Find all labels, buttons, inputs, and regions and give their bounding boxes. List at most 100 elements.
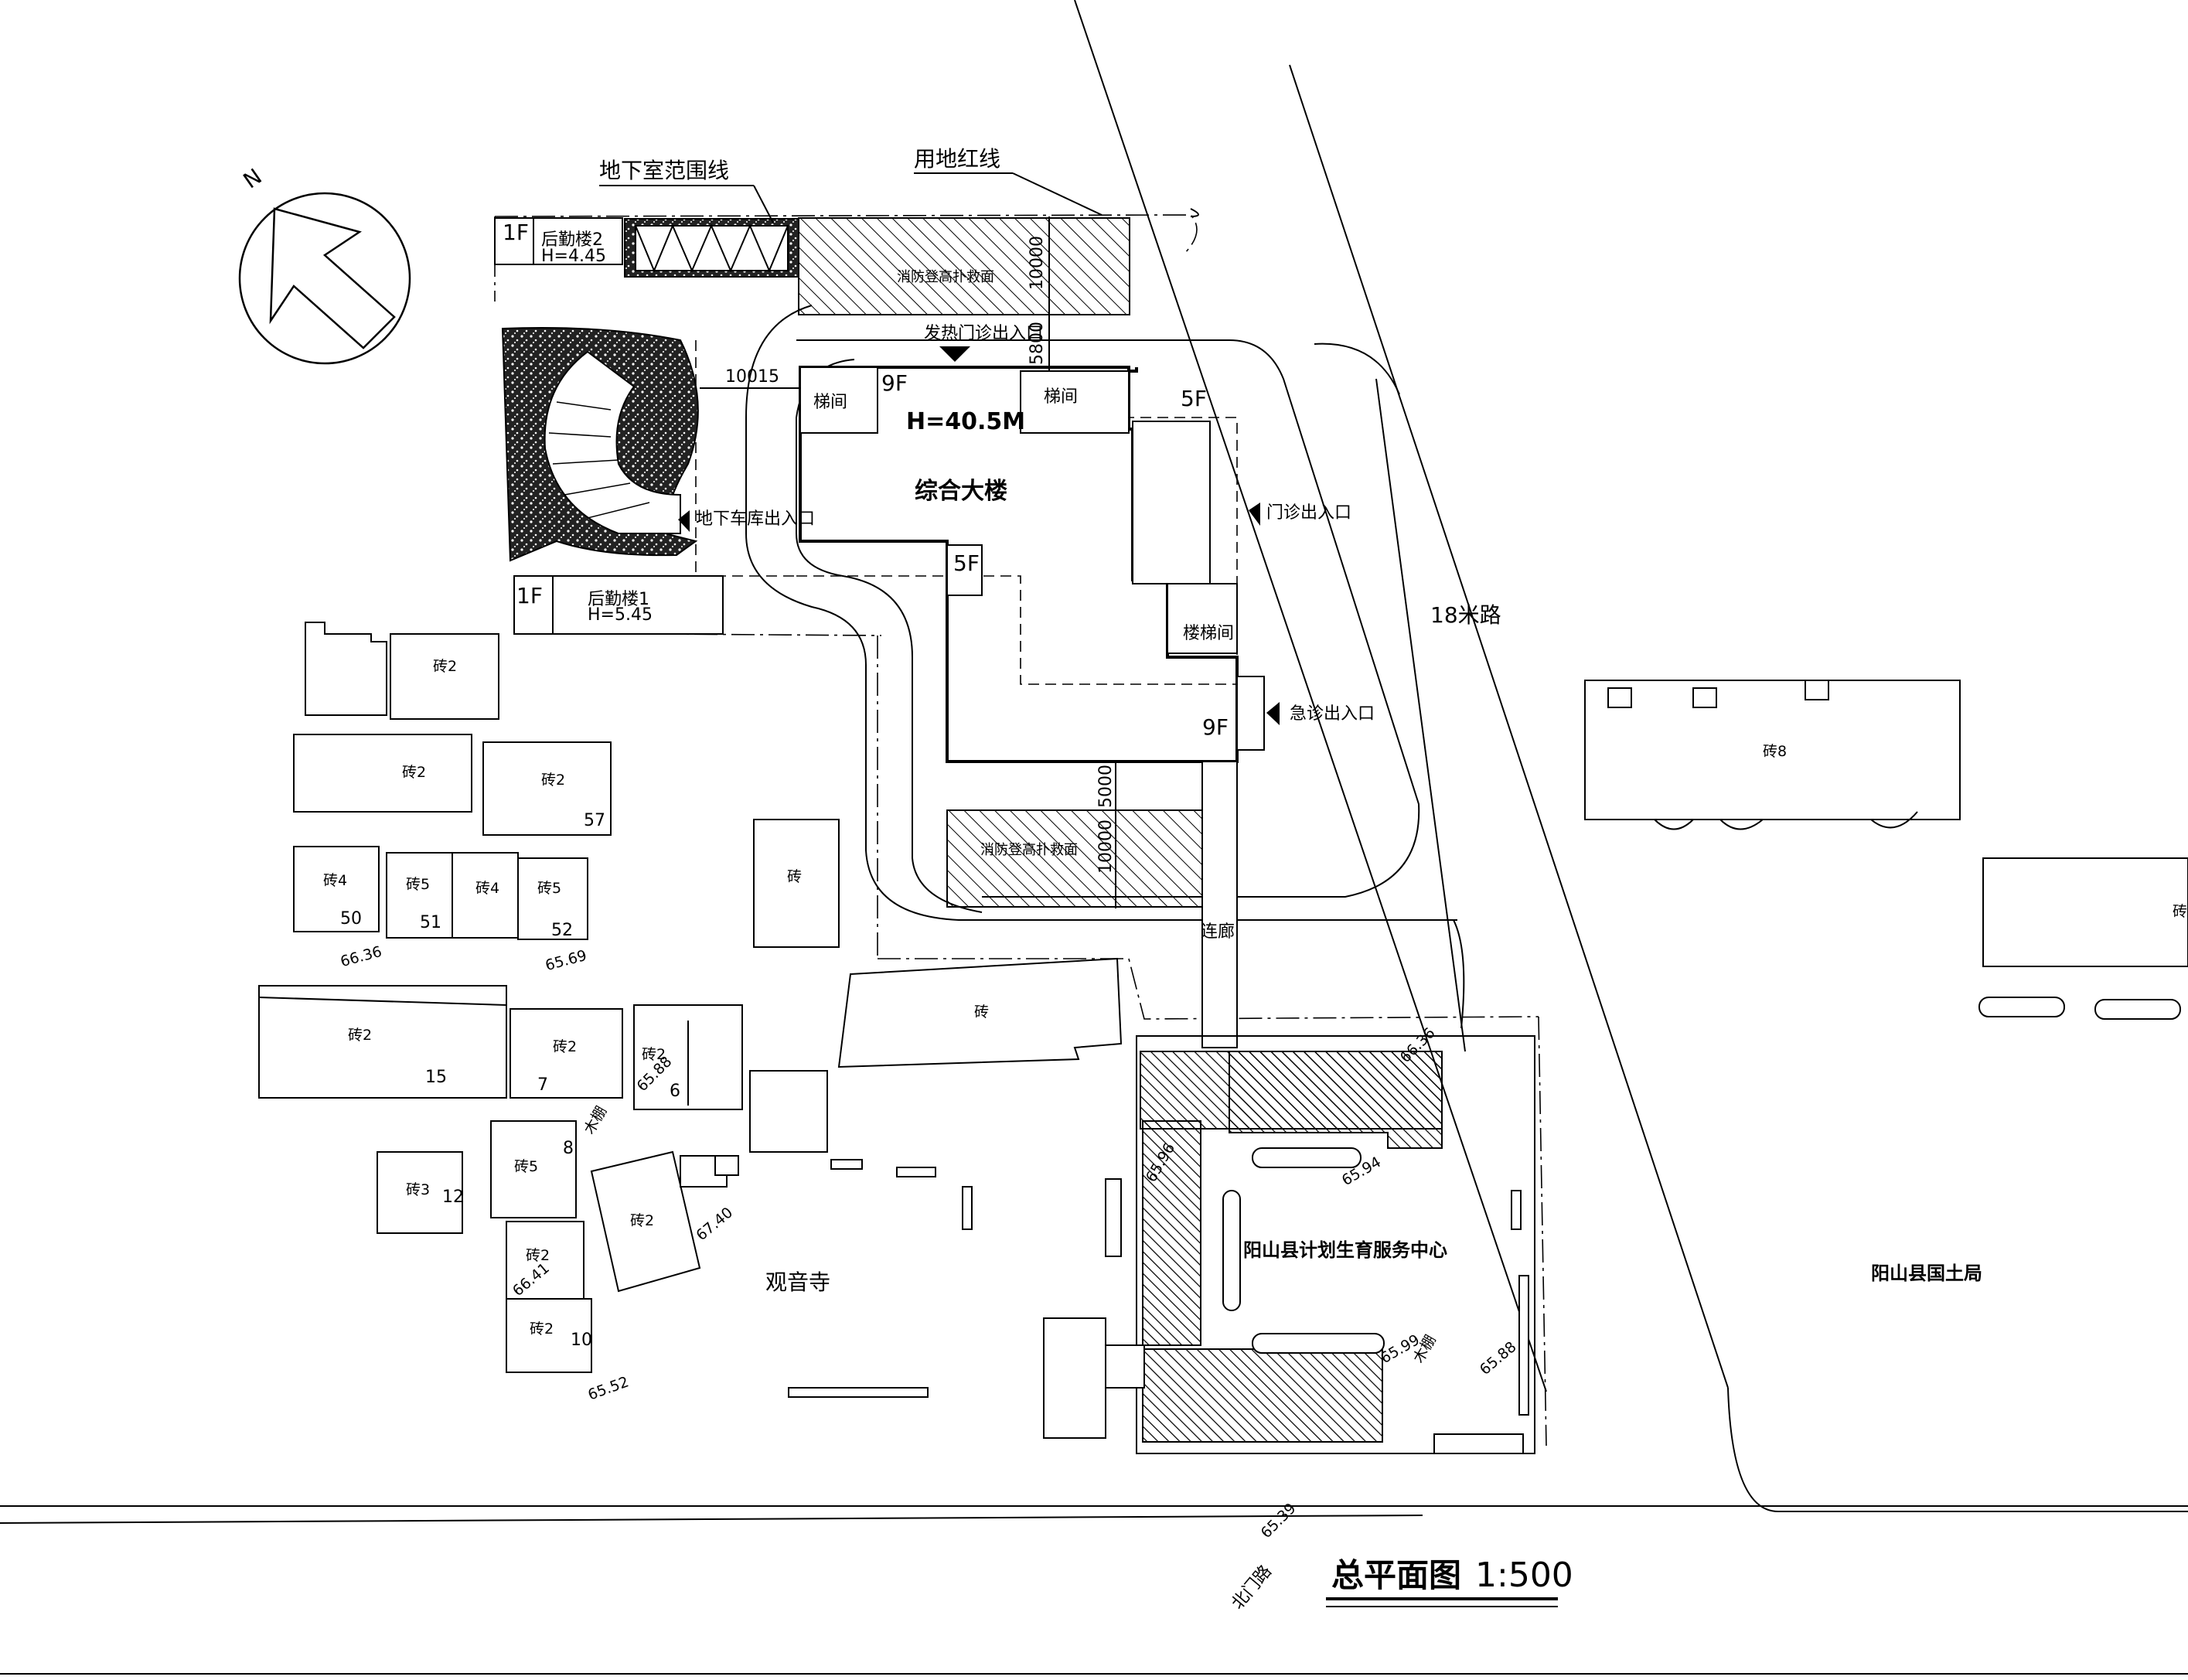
house-label: 砖3 [406, 1181, 430, 1198]
house-label: 砖4 [323, 872, 347, 889]
house-num: 6 [670, 1082, 680, 1101]
logistics-1-height: H=5.45 [588, 605, 653, 625]
dimensions: 10015 5800 10000 5000 10000 [700, 216, 1116, 908]
family-center: 阳山县计划生育服务中心 木棚 [1105, 1035, 1535, 1454]
elevation: 65.69 [544, 947, 588, 974]
logistics-1-floors: 1F [516, 583, 543, 608]
east-houses: 砖8 砖2 [1584, 680, 2188, 1020]
house-label: 砖2 [642, 1046, 666, 1063]
house-label: 砖 [974, 1004, 989, 1021]
entrance-outpatient: 门诊出入口 [1249, 503, 1351, 526]
family-center-label: 阳山县计划生育服务中心 [1243, 1239, 1447, 1261]
house-label: 砖2 [553, 1038, 577, 1055]
floors-se: 9F [1202, 714, 1229, 740]
stair-west [799, 366, 878, 434]
fire-rescue-north: 消防登高扑救面 [798, 217, 1130, 315]
fire-north-label: 消防登高扑救面 [897, 269, 994, 285]
land-bureau-label: 阳山县国土局 [1871, 1263, 1982, 1284]
stair-east [1167, 583, 1238, 654]
entrance-emergency: 急诊出入口 [1236, 676, 1375, 751]
entrance-garage-label: 地下车库出入口 [696, 509, 815, 529]
entrance-emergency-label: 急诊出入口 [1290, 704, 1375, 724]
house-label: 砖4 [475, 880, 499, 897]
dim-10000b: 10000 [1096, 820, 1116, 874]
house-num: 52 [551, 921, 573, 940]
road-east [1074, 0, 2188, 1512]
house-label: 砖2 [526, 1247, 550, 1264]
house-label: 砖5 [514, 1158, 538, 1175]
basement-ramp-north [624, 218, 799, 278]
logistics-2-height: H=4.45 [541, 247, 606, 266]
north-arrow: N [239, 163, 411, 365]
house-label: 砖5 [537, 880, 561, 897]
callout-basement-label: 地下室范围线 [599, 158, 729, 183]
house-label: 砖2 [630, 1212, 654, 1229]
house-label: 砖2 [348, 1027, 372, 1044]
entrance-fever: 发热门诊出入口 [924, 324, 1043, 362]
corridor-label: 连廊 [1201, 922, 1235, 942]
house-num: 12 [442, 1188, 464, 1207]
stair-north-label: 梯间 [1044, 387, 1078, 407]
wing-east [1132, 421, 1211, 584]
house-label: 砖 [787, 868, 802, 885]
road-south [0, 1505, 2188, 1675]
stair-east-label: 楼梯间 [1183, 624, 1234, 643]
building-name: 综合大楼 [915, 478, 1007, 505]
entrance-garage: 地下车库出入口 [678, 509, 815, 532]
main-building: 9F H=40.5M 综合大楼 梯间 梯间 5F 5F 楼梯间 9F [799, 366, 1239, 763]
wing-south [946, 544, 983, 596]
logistics-building-2: 1F 后勤楼2 H=4.45 [494, 217, 623, 266]
dim-10000: 10000 [1028, 236, 1047, 290]
house-label: 砖8 [1763, 743, 1787, 760]
floors-main: 9F [881, 370, 908, 396]
entrance-outpatient-label: 门诊出入口 [1266, 503, 1351, 523]
house-label: 砖2 [541, 772, 565, 789]
road-south-label: 北门路 [1228, 1562, 1276, 1614]
stair-west-label: 梯间 [813, 393, 847, 412]
house-label: 砖5 [406, 876, 430, 893]
dim-10015: 10015 [725, 367, 779, 387]
house-num: 7 [537, 1075, 548, 1095]
house-num: 50 [340, 909, 362, 929]
corridor: 连廊 [1201, 761, 1238, 1048]
north-letter: N [239, 163, 267, 193]
house-num: 15 [425, 1068, 447, 1087]
entrance-fever-label: 发热门诊出入口 [924, 324, 1043, 343]
house-num: 57 [584, 811, 605, 830]
house-label: 砖2 [2173, 903, 2188, 920]
callout-redline-label: 用地红线 [914, 146, 1000, 172]
house-num: 51 [420, 913, 441, 932]
building-height: H=40.5M [906, 408, 1025, 435]
elevation: 67.40 [693, 1204, 736, 1244]
logistics-1-name: 后勤楼1 [588, 590, 649, 609]
dim-5000: 5000 [1096, 765, 1116, 808]
logistics-building-1: 1F 后勤楼1 H=5.45 [513, 575, 724, 635]
dim-5800: 5800 [1028, 322, 1047, 365]
garage-ramp [501, 327, 699, 562]
title-scale: 1:500 [1475, 1556, 1573, 1595]
house-block: 砖2 砖2 砖2 57 砖4 50 砖5 51 砖4 砖5 52 砖2 15 砖… [258, 622, 1123, 1439]
title-text: 总平面图 [1331, 1556, 1461, 1594]
drawing-title: 总平面图 1:500 [1326, 1556, 1573, 1607]
callout-basement: 地下室范围线 [599, 158, 774, 223]
house-num: 10 [571, 1331, 592, 1350]
wood-shed-label: 木棚 [581, 1103, 610, 1137]
elevation: 65.88 [1477, 1338, 1520, 1378]
house-label: 砖2 [433, 658, 457, 675]
callout-redline: 用地红线 [914, 146, 1103, 216]
logistics-2-floors: 1F [503, 220, 529, 245]
house-num: 8 [563, 1139, 574, 1158]
house-label: 砖2 [402, 764, 426, 781]
road-east-label: 18米路 [1430, 602, 1501, 628]
site-boundary [494, 214, 1547, 1447]
floors-east: 5F [1181, 386, 1207, 411]
fire-rescue-south: 消防登高扑救面 [946, 809, 1203, 908]
stair-north [1020, 370, 1130, 434]
fire-south-label: 消防登高扑救面 [980, 842, 1078, 858]
elevation: 65.52 [586, 1373, 632, 1403]
floors-south: 5F [953, 550, 980, 576]
house-label: 砖2 [530, 1320, 554, 1338]
logistics-2-name: 后勤楼2 [541, 230, 603, 250]
temple-label: 观音寺 [765, 1269, 830, 1295]
